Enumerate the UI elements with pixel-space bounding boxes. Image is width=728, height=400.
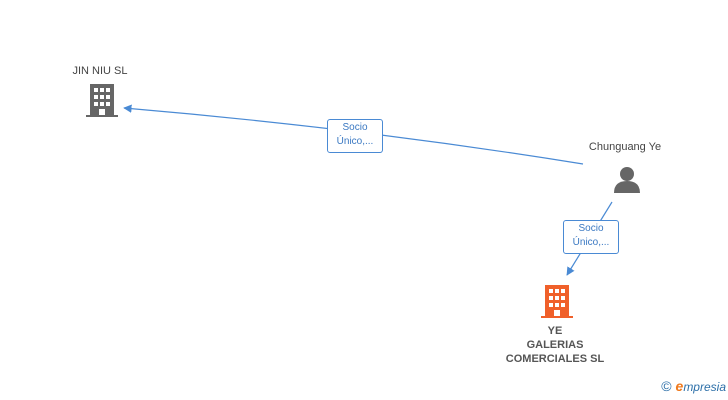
relationship-label-line: Único,... [336,136,374,147]
building-icon[interactable] [86,84,118,117]
node-label-jin-niu[interactable]: JIN NIU SL [72,65,128,77]
node-label-chunguang-ye[interactable]: Chunguang Ye [588,141,662,153]
label-line: YE [547,325,563,337]
brand-initial: e [675,378,684,394]
copyright-icon: © [661,378,672,394]
relationship-label[interactable]: Socio Único,... [563,220,619,254]
brand-name: mpresia [683,380,726,394]
node-label-ye-galerias[interactable]: YE GALERIAS COMERCIALES SL [490,324,620,366]
label-line: COMERCIALES SL [505,353,605,365]
relationship-label-line: Único,... [572,237,610,248]
relationship-label-line: Socio [342,122,368,133]
relationship-label-line: Socio [578,223,604,234]
brand-logo[interactable]: ©empresia [661,378,726,394]
relationship-label[interactable]: Socio Único,... [327,119,383,153]
building-icon[interactable] [541,285,573,318]
person-icon[interactable] [614,167,640,193]
label-line: GALERIAS [526,339,584,351]
